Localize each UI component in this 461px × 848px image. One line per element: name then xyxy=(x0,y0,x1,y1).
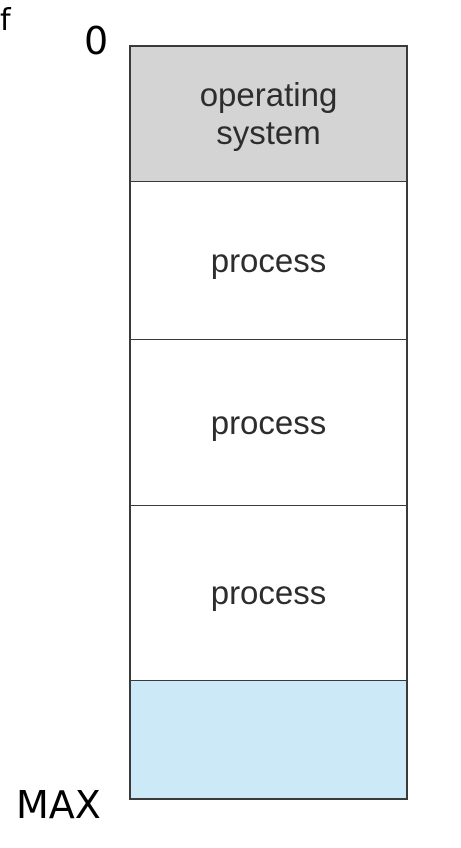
free-memory-segment xyxy=(131,681,406,798)
address-end-label: MAX xyxy=(16,783,101,827)
process-label-1: process xyxy=(210,241,327,279)
operating-system-label: operating system xyxy=(199,76,338,151)
operating-system-segment: operating system xyxy=(131,47,406,182)
process-label-2: process xyxy=(210,403,327,441)
process-label-3: process xyxy=(210,574,327,612)
process-segment-2: process xyxy=(131,340,406,506)
process-segment-3: process xyxy=(131,506,406,681)
process-segment-1: process xyxy=(131,182,406,340)
address-start-label: 0 xyxy=(84,19,109,63)
cropped-text-fragment: f xyxy=(0,3,11,38)
memory-layout-diagram: operating system process process process xyxy=(129,45,408,800)
